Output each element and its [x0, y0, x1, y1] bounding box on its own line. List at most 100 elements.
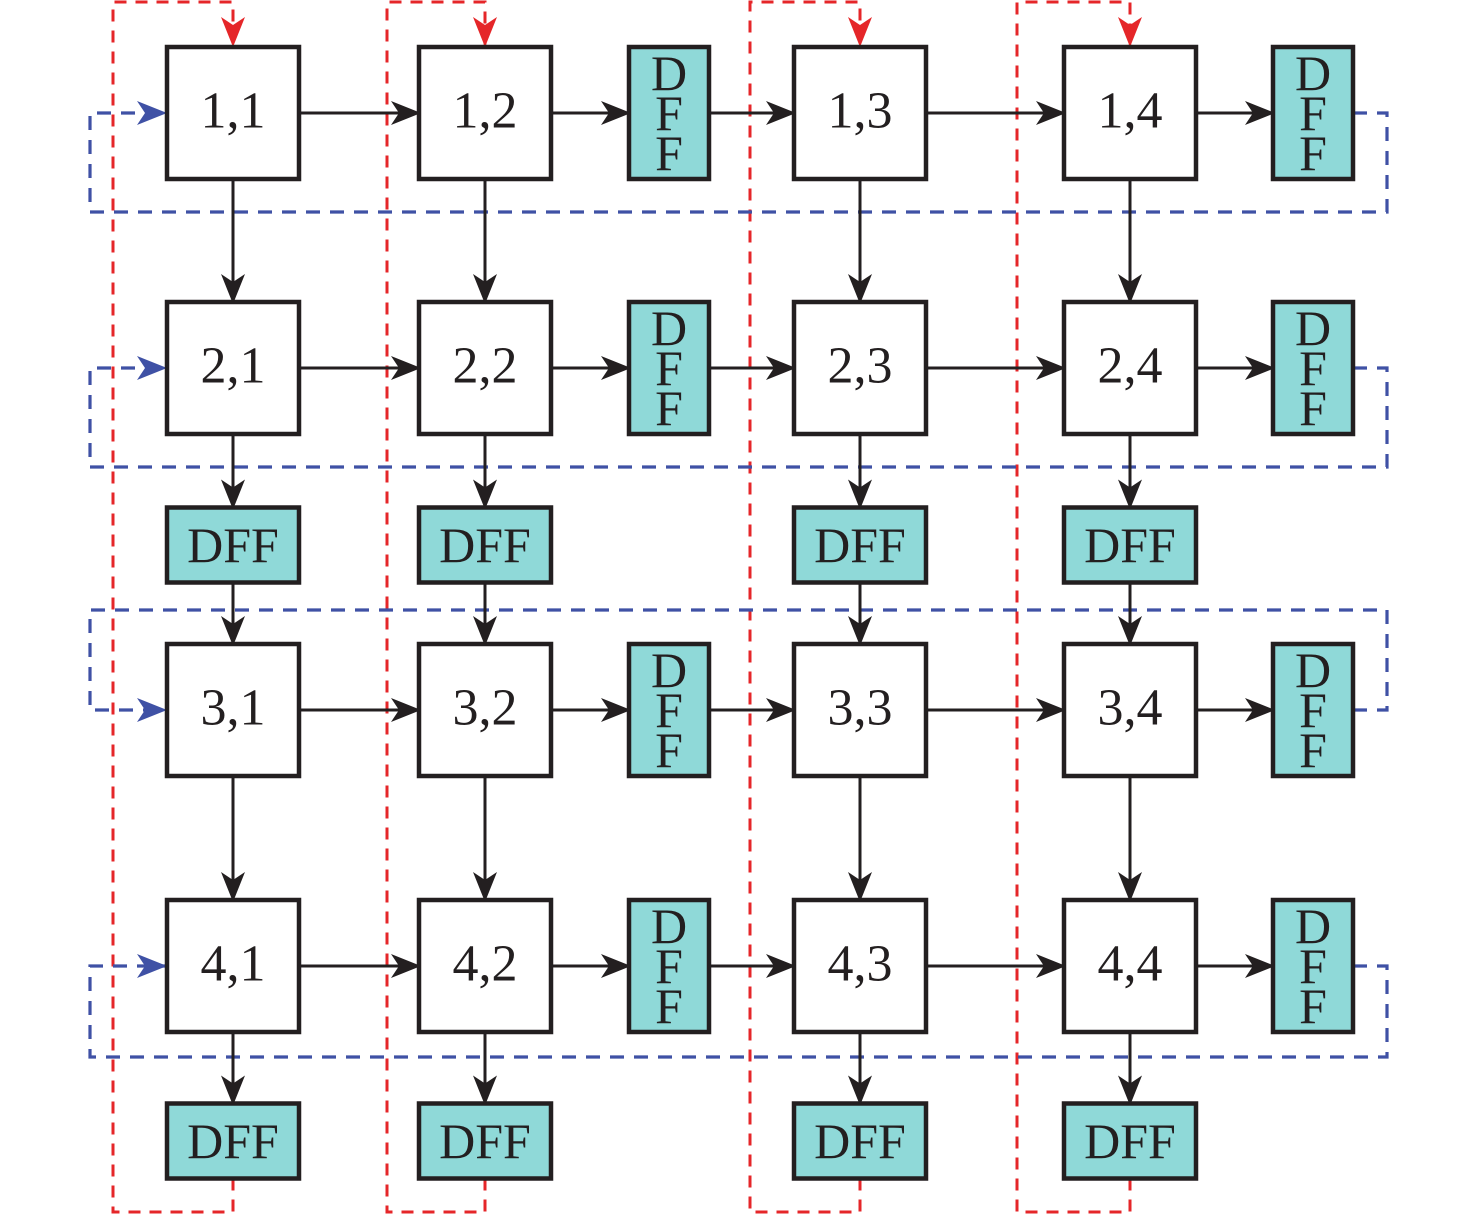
pe-label: 1,3 — [828, 83, 893, 140]
pe-box — [164, 44, 302, 182]
dff-label: DFF — [187, 517, 279, 573]
column-feedback-loop — [111, 0, 245, 1214]
dff-letter: F — [655, 938, 683, 994]
pe-block: 1,1 — [164, 44, 302, 182]
pe-box — [164, 641, 302, 779]
pe-block: 3,1 — [164, 641, 302, 779]
pe-box — [416, 897, 554, 1035]
dff-letter: F — [1299, 938, 1327, 994]
pe-block: 4,4 — [1061, 897, 1199, 1035]
dff-register-horizontal: DFF — [1270, 44, 1356, 182]
dff-box — [626, 44, 712, 182]
dff-box — [164, 505, 302, 585]
dff-letter: D — [651, 300, 687, 356]
column-feedback-loop — [1015, 0, 1142, 1214]
row-feedback-loop — [88, 101, 1389, 214]
row-feedback-loops — [88, 101, 1389, 1059]
dff-box — [791, 505, 929, 585]
pe-block: 4,1 — [164, 897, 302, 1035]
pe-block: 2,4 — [1061, 299, 1199, 437]
pe-box — [1061, 299, 1199, 437]
dff-letter: D — [651, 642, 687, 698]
pe-label: 3,4 — [1098, 680, 1163, 737]
pe-label: 3,1 — [201, 680, 266, 737]
dff-box — [416, 1101, 554, 1181]
dff-register-vertical: DFF — [791, 505, 929, 585]
pe-label: 3,3 — [828, 680, 893, 737]
dff-register-horizontal: DFF — [626, 299, 712, 437]
dff-letter: D — [1295, 898, 1331, 954]
pe-block: 2,2 — [416, 299, 554, 437]
dff-letter: F — [655, 125, 683, 181]
pe-block: 1,3 — [791, 44, 929, 182]
dff-register-vertical: DFF — [164, 505, 302, 585]
dff-box — [1270, 299, 1356, 437]
pe-block: 2,1 — [164, 299, 302, 437]
dff-letter: F — [1299, 722, 1327, 778]
column-feedback-loop — [385, 0, 497, 1214]
pe-label: 2,2 — [453, 338, 518, 395]
dff-box — [164, 1101, 302, 1181]
dff-letter: F — [655, 682, 683, 738]
dff-register-vertical: DFF — [1061, 1101, 1199, 1181]
pe-block: 3,4 — [1061, 641, 1199, 779]
dff-box — [626, 299, 712, 437]
pe-label: 3,2 — [453, 680, 518, 737]
dff-register-vertical: DFF — [791, 1101, 929, 1181]
pe-block: 3,3 — [791, 641, 929, 779]
dff-letter: F — [655, 978, 683, 1034]
dff-box — [1270, 897, 1356, 1035]
dff-register-horizontal: DFF — [626, 44, 712, 182]
pe-box — [1061, 44, 1199, 182]
dff-register-vertical: DFF — [416, 505, 554, 585]
dff-letter: F — [1299, 340, 1327, 396]
dff-letter: F — [1299, 85, 1327, 141]
dff-register-vertical: DFF — [416, 1101, 554, 1181]
dff-letter: D — [651, 45, 687, 101]
column-feedback-loops — [111, 0, 1142, 1214]
row-feedback-loop — [88, 608, 1389, 722]
dff-label: DFF — [1084, 517, 1176, 573]
pe-label: 2,4 — [1098, 338, 1163, 395]
pe-box — [416, 299, 554, 437]
pe-label: 1,1 — [201, 83, 266, 140]
pe-block: 1,4 — [1061, 44, 1199, 182]
dff-box — [626, 897, 712, 1035]
dff-box — [1270, 44, 1356, 182]
pe-label: 1,2 — [453, 83, 518, 140]
pe-label: 4,3 — [828, 936, 893, 993]
dff-letter: F — [1299, 682, 1327, 738]
pe-label: 4,1 — [201, 936, 266, 993]
dff-register-horizontal: DFF — [626, 641, 712, 779]
dff-label: DFF — [814, 1113, 906, 1169]
pe-box — [1061, 897, 1199, 1035]
column-feedback-loop — [748, 0, 872, 1214]
pe-label: 2,1 — [201, 338, 266, 395]
pe-label: 2,3 — [828, 338, 893, 395]
dff-label: DFF — [187, 1113, 279, 1169]
dff-letter: F — [1299, 380, 1327, 436]
dff-label: DFF — [814, 517, 906, 573]
pe-label: 4,4 — [1098, 936, 1163, 993]
dff-letter: F — [655, 380, 683, 436]
dff-letter: F — [655, 722, 683, 778]
row-feedback-loop — [88, 356, 1389, 469]
dff-label: DFF — [1084, 1113, 1176, 1169]
dff-register-vertical: DFF — [1061, 505, 1199, 585]
pe-box — [416, 641, 554, 779]
pe-box — [164, 299, 302, 437]
dff-letter: F — [1299, 125, 1327, 181]
dff-register-vertical: DFF — [164, 1101, 302, 1181]
dff-register-horizontal: DFF — [1270, 299, 1356, 437]
dff-letter: D — [1295, 300, 1331, 356]
pe-box — [164, 897, 302, 1035]
dff-box — [791, 1101, 929, 1181]
processing-elements: 1,1 1,2 1,3 1,4 2,1 2,2 2,3 2,4 3,1 3,2 3,3 3,4 4,1 4… — [164, 44, 1356, 1181]
dff-letter: F — [655, 85, 683, 141]
pe-box — [416, 44, 554, 182]
pe-box — [791, 641, 929, 779]
pe-block: 4,3 — [791, 897, 929, 1035]
dff-letter: D — [1295, 45, 1331, 101]
dataflow-wires — [221, 101, 1275, 1106]
